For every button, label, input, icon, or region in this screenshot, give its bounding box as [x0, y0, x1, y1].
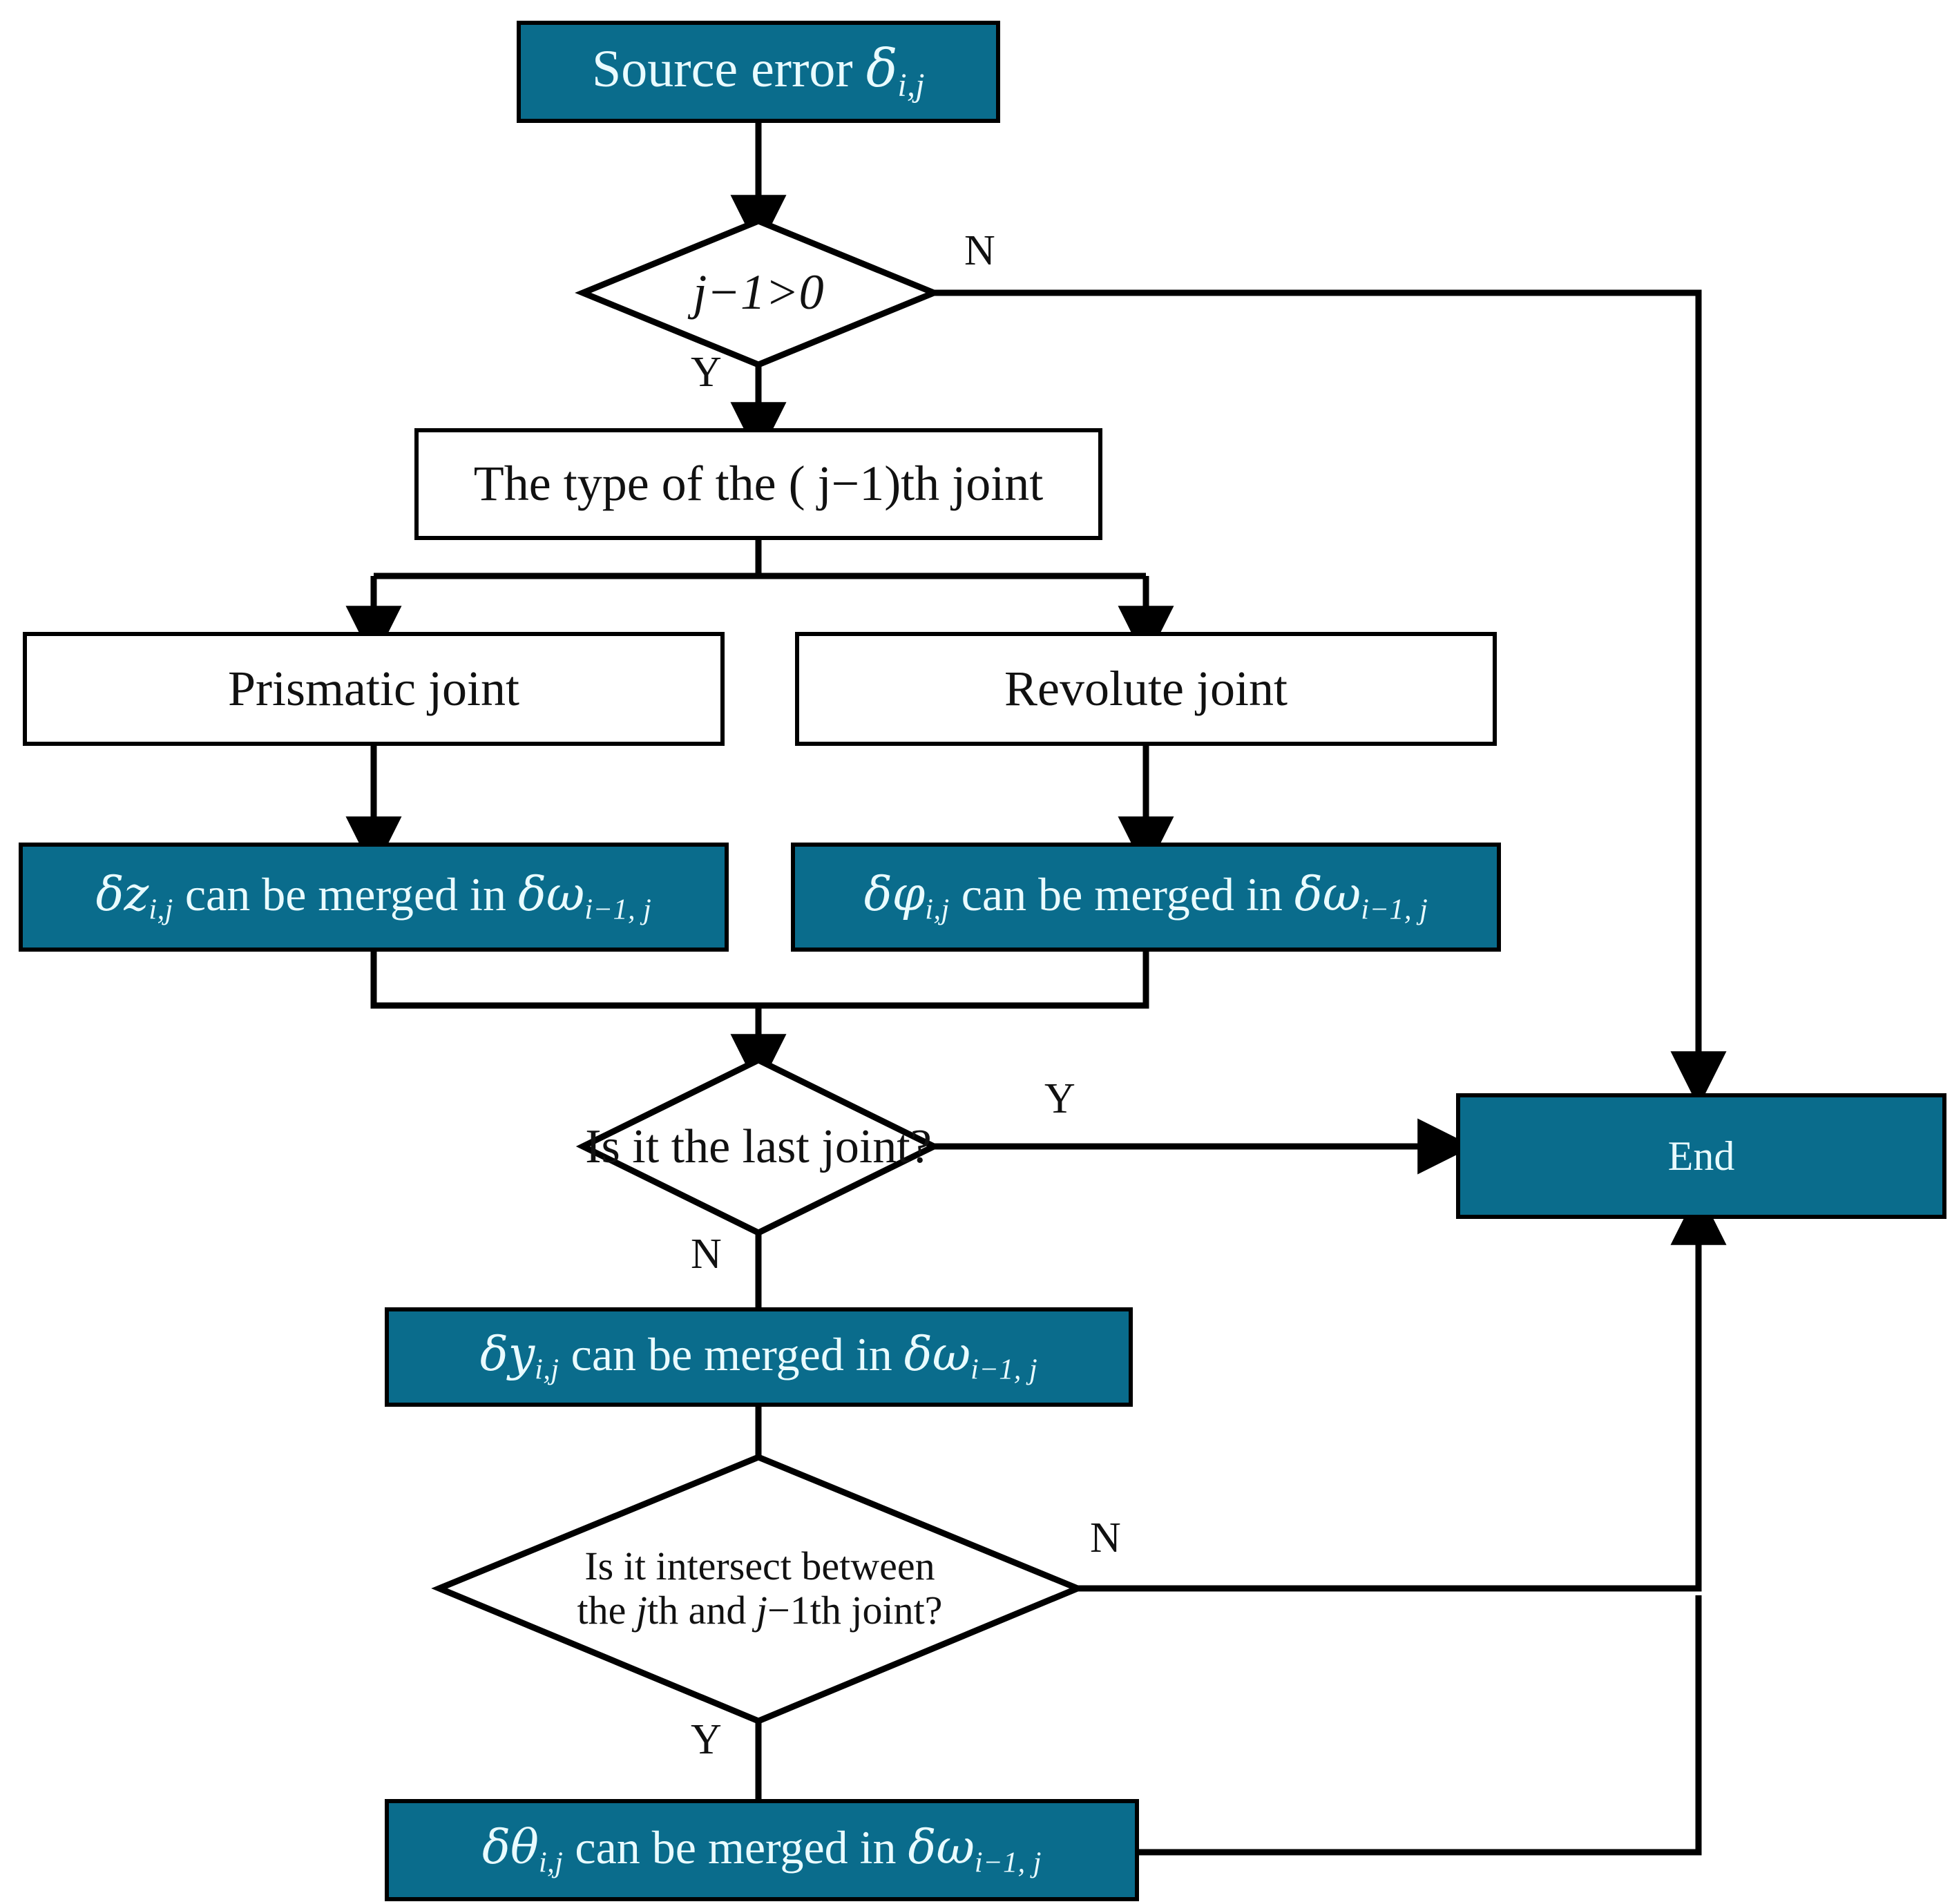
merge-dtheta-label: δθi,j can be merged in δωi−1, j — [482, 1820, 1042, 1879]
diamond-intersect-shape — [431, 1454, 1086, 1724]
node-joint-type[interactable]: The type of the ( j−1)th joint — [414, 428, 1102, 540]
decision-last-joint-label: Is it the last joint? — [585, 1119, 932, 1173]
node-source-error[interactable]: Source error δi,j — [517, 21, 1000, 123]
edge-dz-merge-down — [370, 952, 758, 1009]
edge-label-d3-yes: Y — [691, 1716, 722, 1763]
node-decision-last-joint[interactable]: Is it the last joint? — [583, 1060, 934, 1233]
diamond-j-minus-1-shape — [575, 218, 942, 368]
edge-dtheta-to-end — [1139, 1595, 1702, 1856]
node-prismatic-joint[interactable]: Prismatic joint — [23, 632, 725, 746]
joint-type-label: The type of the ( j−1)th joint — [473, 456, 1044, 512]
node-revolute-joint[interactable]: Revolute joint — [795, 632, 1497, 746]
edge-label-d3-no: N — [1090, 1514, 1121, 1561]
edge-label-d2-no: N — [691, 1231, 722, 1278]
node-merge-dz[interactable]: δzi,j can be merged in δωi−1, j — [19, 843, 729, 952]
diamond-last-joint-shape — [575, 1056, 941, 1237]
prismatic-joint-label: Prismatic joint — [228, 660, 519, 716]
node-merge-dphi[interactable]: δφi,j can be merged in δωi−1, j — [791, 843, 1501, 952]
source-error-label: Source error δi,j — [592, 37, 925, 104]
decision-j-minus-1-label: j−1>0 — [693, 265, 824, 320]
edge-label-d2-yes: Y — [1044, 1075, 1075, 1122]
merge-dy-label: δyi,j can be merged in δωi−1, j — [479, 1327, 1038, 1386]
edge-dphi-merge-down — [758, 952, 1149, 1009]
edge-label-d1-yes: Y — [691, 349, 722, 396]
node-merge-dy[interactable]: δyi,j can be merged in δωi−1, j — [385, 1307, 1133, 1407]
end-label: End — [1667, 1133, 1735, 1179]
decision-intersect-line2: the jth and j−1th joint? — [577, 1588, 943, 1633]
node-decision-j-minus-1[interactable]: j−1>0 — [583, 221, 934, 365]
revolute-joint-label: Revolute joint — [1004, 660, 1288, 716]
decision-intersect-line1: Is it intersect between — [584, 1544, 935, 1589]
edge-label-d1-no: N — [964, 227, 995, 274]
merge-dphi-label: δφi,j can be merged in δωi−1, j — [863, 867, 1428, 926]
node-merge-dtheta[interactable]: δθi,j can be merged in δωi−1, j — [385, 1799, 1139, 1901]
node-decision-intersect[interactable]: Is it intersect between the jth and j−1t… — [484, 1506, 1036, 1671]
merge-dz-label: δzi,j can be merged in δωi−1, j — [95, 867, 652, 926]
node-end[interactable]: End — [1456, 1093, 1946, 1219]
